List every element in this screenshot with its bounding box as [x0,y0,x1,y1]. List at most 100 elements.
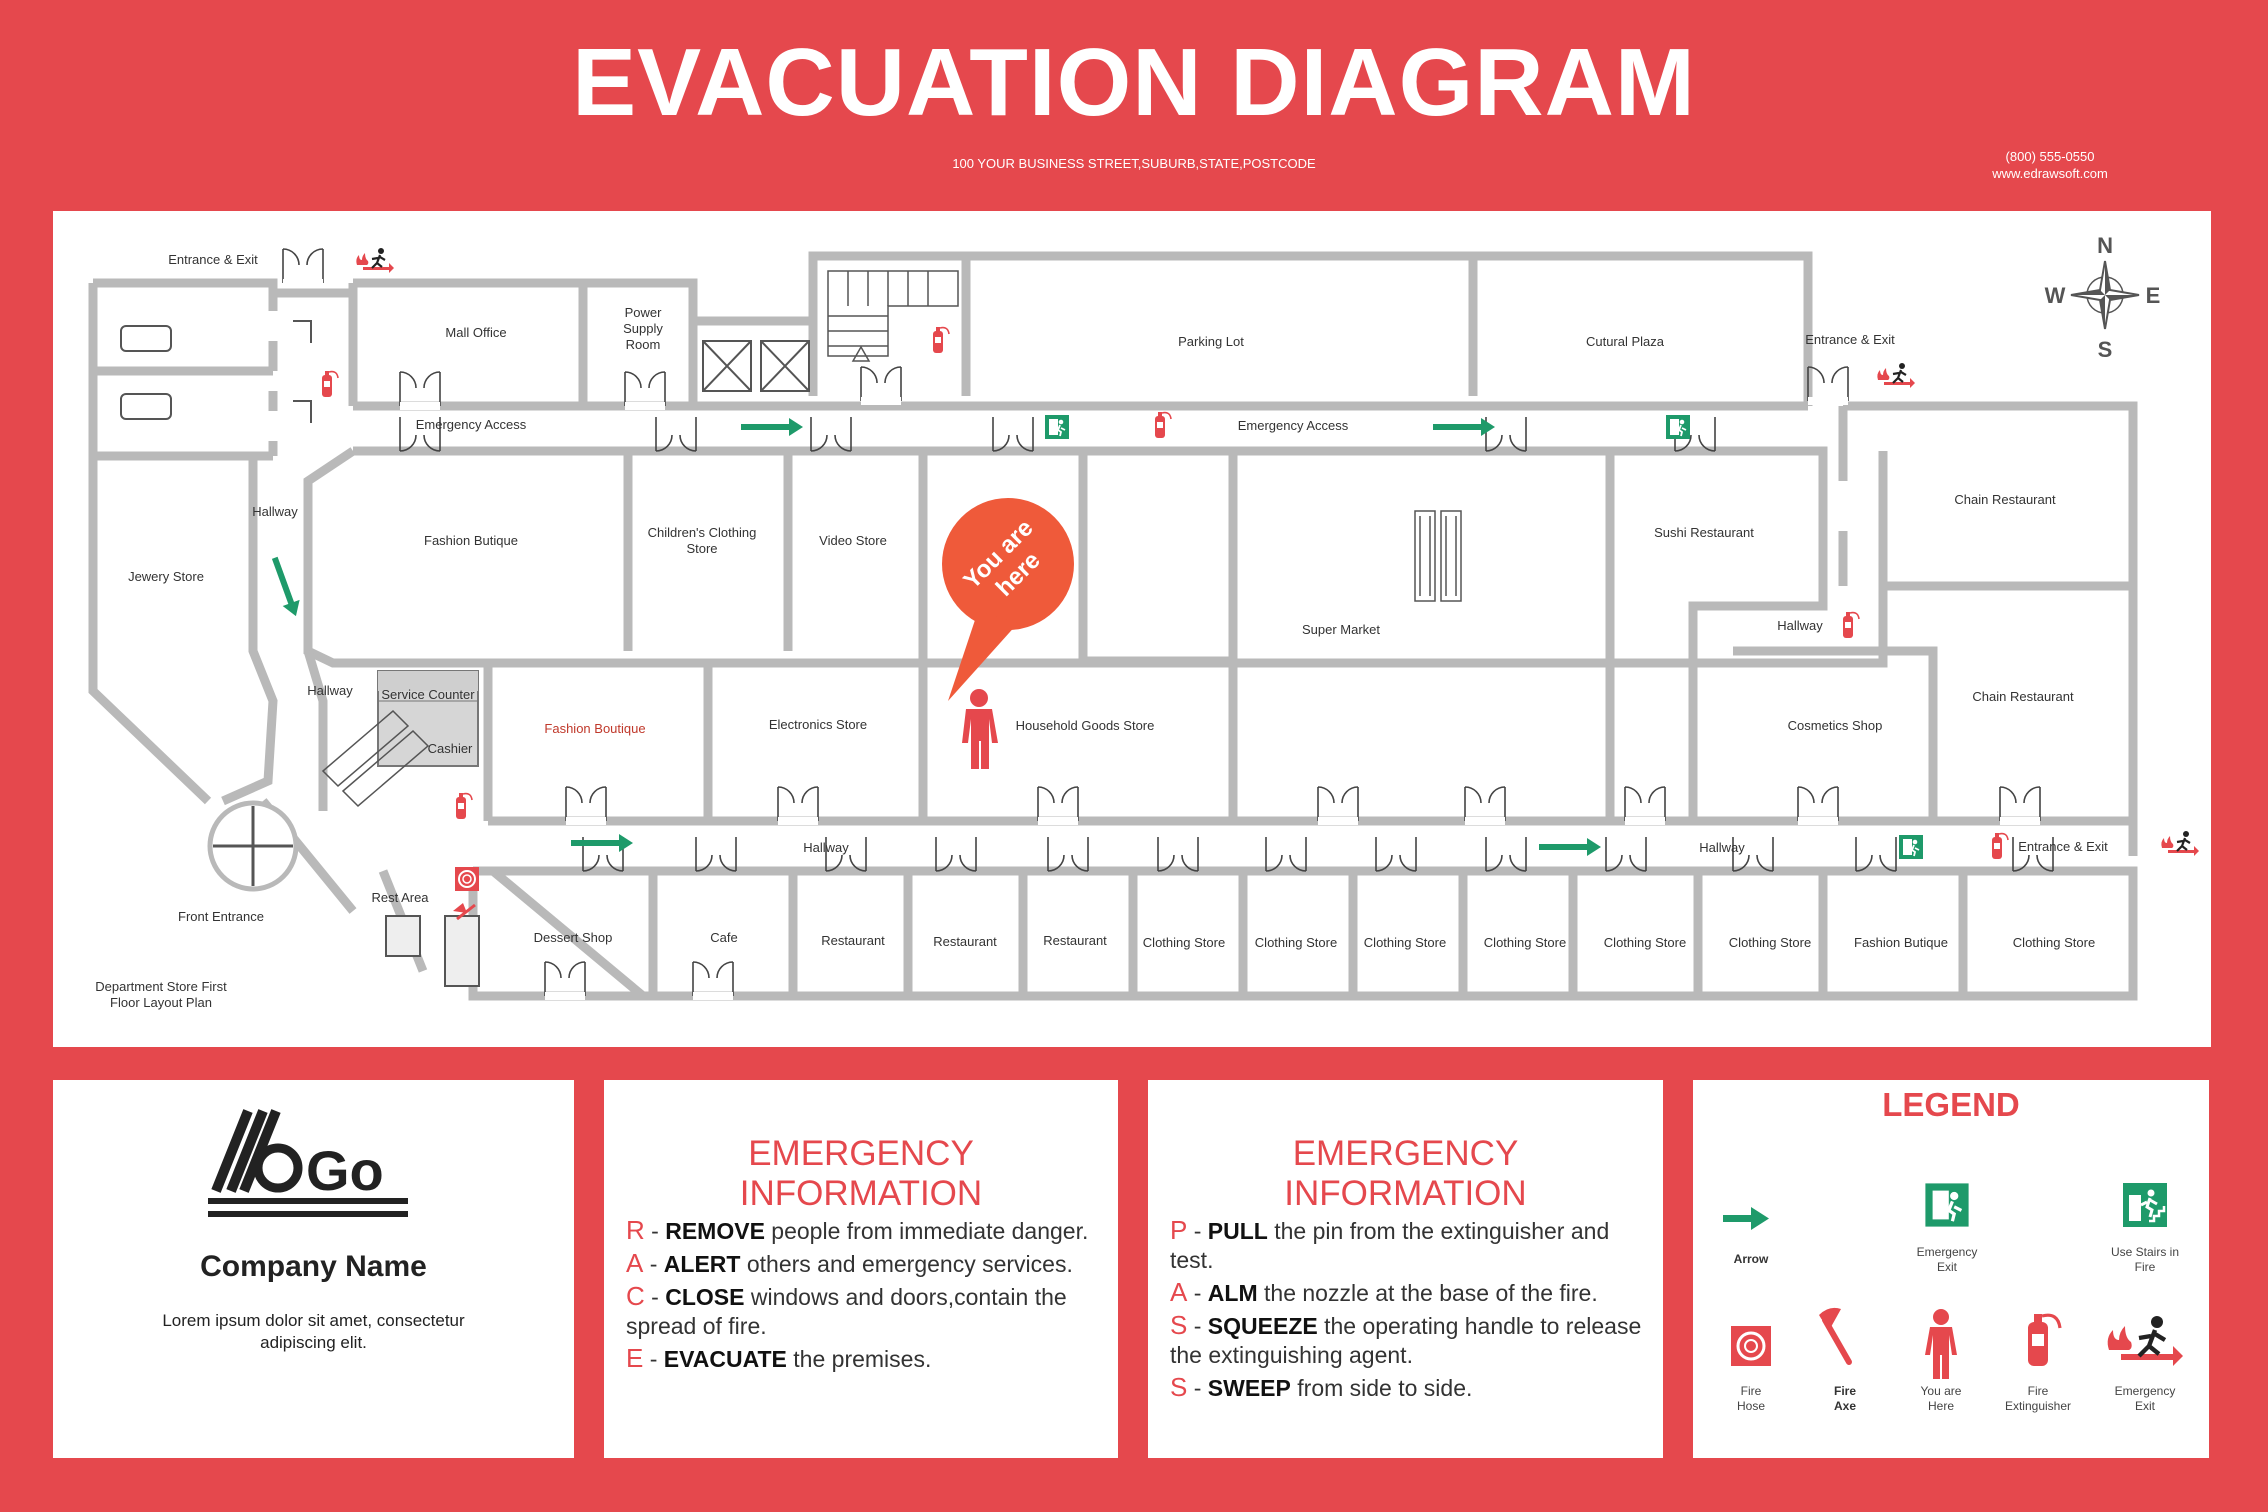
item-keyword: PULL [1207,1218,1268,1244]
arrow-icon [266,418,1601,856]
emergency-item: S - SWEEP from side to side. [1170,1373,1650,1403]
emergency-list: R - REMOVE people from immediate danger.… [626,1216,1106,1377]
item-letter: E [626,1343,644,1373]
stairs-icon [827,270,959,362]
label-power-supply: Room [626,337,661,352]
label-rest-area: Rest Area [371,890,429,905]
item-sep: - [1187,1218,1208,1244]
label-clothing-store: Clothing Store [1604,935,1686,950]
label-emergency-access: Emergency Access [416,417,527,432]
escalator-icon [1414,510,1462,602]
emergency-heading-line: INFORMATION [739,1174,983,1213]
label-chain-restaurant: Chain Restaurant [1972,689,2074,704]
rest-area-seats [385,915,480,987]
emergency-info-pass-panel: EMERGENCY INFORMATION P - PULL the pin f… [1148,1080,1663,1458]
emergency-item: A - ALERT others and emergency services. [626,1249,1106,1279]
label-chain-restaurant: Chain Restaurant [1954,492,2056,507]
label-video-store: Video Store [819,533,887,548]
item-keyword: REMOVE [665,1218,765,1244]
label-emergency-access: Emergency Access [1238,418,1349,433]
fire-axe-icon [453,903,476,921]
legend-label-line: You are [1920,1384,1962,1398]
legend-label-line: Here [1927,1399,1954,1413]
fire-axe-icon [1819,1307,1852,1365]
item-keyword: SWEEP [1207,1375,1291,1401]
item-letter: A [1170,1277,1188,1307]
label-service-counter: Service Counter [381,687,475,702]
label-childrens-store: Store [686,541,717,556]
legend-label-line: Fire [2134,1260,2156,1274]
fire-extinguisher-icon [2026,1312,2062,1368]
label-clothing-store: Clothing Store [1255,935,1337,950]
label-mall-office: Mall Office [445,325,506,340]
floor-plan-panel: N E S W You are here Entrance & Exit Mal… [53,211,2211,1047]
item-sep: - [1187,1375,1208,1401]
label-fashion-butique: Fashion Butique [1854,935,1948,950]
label-entrance-exit: Entrance & Exit [168,252,258,267]
item-letter: S [1170,1372,1188,1402]
label-cultural-plaza: Cutural Plaza [1586,334,1665,349]
label-hallway: Hallway [803,840,849,855]
arrow-icon [1723,1207,1769,1230]
legend-icons [1723,1181,2209,1379]
label-power-supply: Supply [623,321,663,336]
legend-title: LEGEND [1882,1086,2020,1123]
compass-icon: N E S W [2045,233,2161,362]
legend-label-line: Hose [1736,1399,1765,1413]
building-walls [88,251,2138,1001]
emergency-item: A - ALM the nozzle at the base of the fi… [1170,1278,1650,1308]
page-title: EVACUATION DIAGRAM [572,29,1696,136]
label-jewelry-store: Jewery Store [128,569,204,584]
item-keyword: EVACUATE [663,1346,787,1372]
restroom-fixtures [120,320,312,423]
label-parking-lot: Parking Lot [1178,334,1244,349]
person-icon [962,689,998,769]
item-sep: - [644,1284,666,1310]
website-link[interactable]: www.edrawsoft.com [1992,166,2108,181]
emergency-list: P - PULL the pin from the extinguisher a… [1170,1216,1650,1406]
emergency-heading-line: EMERGENCY [1292,1134,1519,1173]
legend-label-line: Exit [1936,1260,1957,1274]
company-description-line: adipiscing elit. [260,1333,367,1352]
item-sep: - [643,1346,664,1372]
label-cosmetics-shop: Cosmetics Shop [1788,718,1883,733]
item-sep: - [1187,1313,1208,1339]
emergency-heading-line: EMERGENCY [748,1134,974,1173]
escalator-icon [321,709,430,808]
label-hallway: Hallway [252,504,298,519]
label-cafe: Cafe [710,930,737,945]
fire-hose-icon [1731,1326,1771,1366]
item-letter: C [626,1281,645,1311]
person-icon [1925,1309,1957,1379]
elevator-icon [702,340,810,392]
label-clothing-store: Clothing Store [1364,935,1446,950]
emergency-item: P - PULL the pin from the extinguisher a… [1170,1216,1650,1275]
legend-arrow-label: Arrow [1733,1252,1769,1266]
emergency-exit-fire-icon [2108,1316,2183,1366]
item-text: the pin from the extinguisher and test. [1170,1218,1610,1273]
compass-s: S [2098,337,2113,362]
label-super-market: Super Market [1302,622,1380,637]
compass-e: E [2146,283,2161,308]
legend-label-line: Emergency [2114,1384,2176,1398]
item-text: people from immediate danger. [764,1218,1089,1244]
label-sushi-restaurant: Sushi Restaurant [1654,525,1754,540]
label-entrance-exit: Entrance & Exit [1805,332,1895,347]
label-fashion-butique: Fashion Butique [424,533,518,548]
label-electronics-store: Electronics Store [769,717,867,732]
label-cashier: Cashier [428,741,473,756]
emergency-exit-icon [1923,1181,1971,1229]
stairs-exit-icon [2123,1183,2167,1227]
label-restaurant: Restaurant [821,933,885,948]
revolving-door [207,800,299,892]
label-childrens-store: Children's Clothing [648,525,757,540]
item-text: the nozzle at the base of the fire. [1257,1280,1598,1306]
legend-label-line: Emergency [1916,1245,1978,1259]
company-description: Lorem ipsum dolor sit amet, consectetur … [53,1310,574,1354]
item-sep: - [644,1218,666,1244]
item-text: others and emergency services. [740,1251,1073,1277]
label-restaurant: Restaurant [933,934,997,949]
you-are-here-marker: You are here [942,498,1074,769]
